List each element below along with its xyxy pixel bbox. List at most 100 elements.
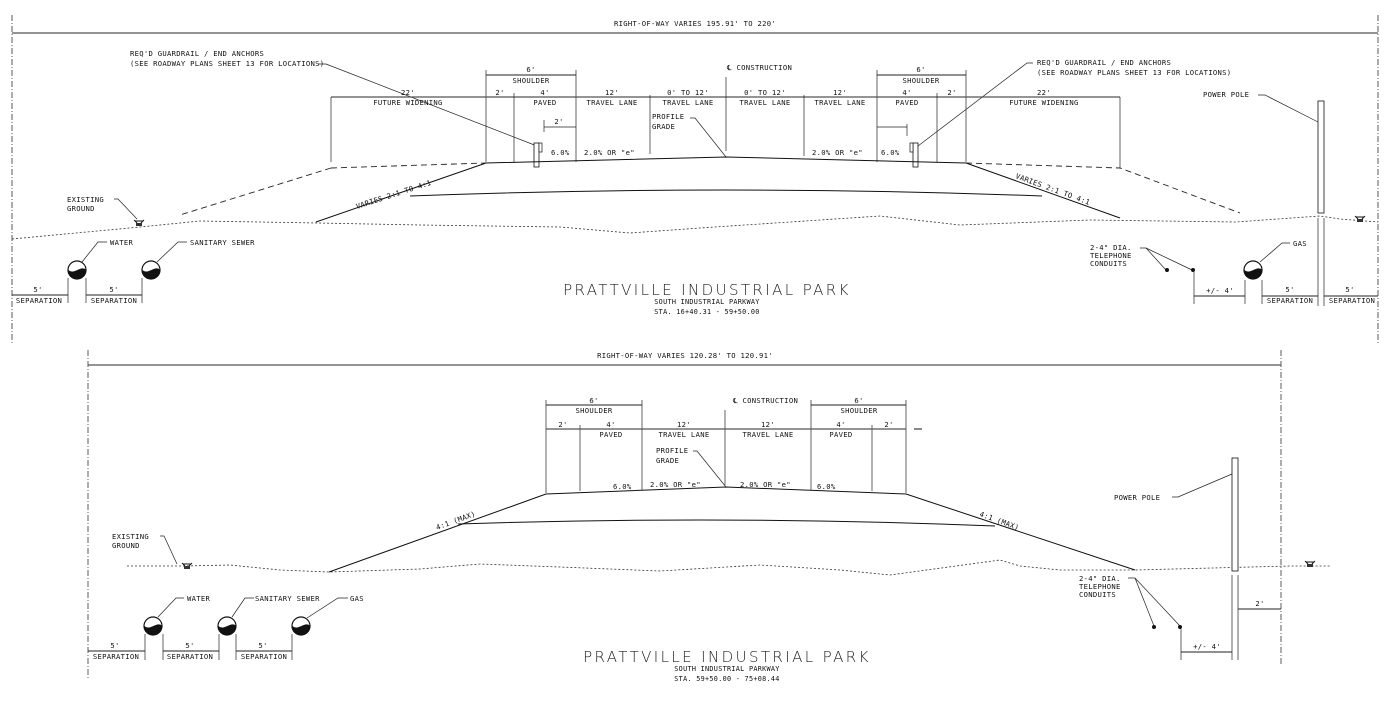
- svg-text:6': 6': [916, 65, 925, 74]
- guardrail-leader-left: [318, 63, 538, 147]
- side-slopes: [328, 493, 1136, 573]
- svg-text:VARIES 2:1 TO 4:1: VARIES 2:1 TO 4:1: [355, 178, 433, 211]
- svg-text:2': 2': [495, 88, 504, 97]
- telephone-conduit-icon: [1152, 625, 1156, 629]
- svg-text:GRADE: GRADE: [656, 456, 679, 465]
- svg-text:2.0% OR "e": 2.0% OR "e": [812, 148, 863, 157]
- svg-text:SEPARATION: SEPARATION: [93, 652, 139, 661]
- svg-text:6.0%: 6.0%: [551, 148, 570, 157]
- svg-text:GAS: GAS: [350, 594, 364, 603]
- svg-text:GRADE: GRADE: [652, 122, 675, 131]
- svg-text:2.0% OR "e": 2.0% OR "e": [650, 480, 701, 489]
- svg-text:5': 5': [1345, 285, 1354, 294]
- svg-text:5': 5': [185, 641, 194, 650]
- subgrade: [409, 189, 1043, 197]
- section-bottom: RIGHT-OF-WAY VARIES 120.28' TO 120.91' ℄…: [87, 350, 1330, 683]
- svg-text:4': 4': [606, 420, 615, 429]
- water-pipe-icon: [143, 616, 163, 636]
- centerline-label: ℄ CONSTRUCTION: [726, 63, 792, 72]
- svg-text:PAVED: PAVED: [895, 98, 918, 107]
- svg-text:4': 4': [902, 88, 911, 97]
- separation-dims: 5' SEPARATION 5' SEPARATION 5' SEPARATIO…: [88, 634, 293, 661]
- svg-text:FUTURE WIDENING: FUTURE WIDENING: [373, 98, 442, 107]
- row-label: RIGHT-OF-WAY VARIES 120.28' TO 120.91': [597, 351, 773, 360]
- svg-text:+/- 4': +/- 4': [1193, 642, 1221, 651]
- existing-ground-line: [11, 215, 1379, 240]
- svg-text:PAVED: PAVED: [829, 430, 852, 439]
- svg-text:2-4" DIA.: 2-4" DIA.: [1090, 243, 1132, 252]
- svg-text:EXISTING: EXISTING: [112, 532, 149, 541]
- svg-text:SHOULDER: SHOULDER: [512, 76, 549, 85]
- section-subtitle: SOUTH INDUSTRIAL PARKWAY: [674, 665, 779, 673]
- svg-text:SEPARATION: SEPARATION: [1267, 296, 1313, 305]
- centerline-label: ℄ CONSTRUCTION: [732, 396, 798, 405]
- svg-text:6.0%: 6.0%: [881, 148, 900, 157]
- svg-text:PROFILE: PROFILE: [656, 446, 688, 455]
- existing-ground-line: [127, 559, 1330, 576]
- guardrail-leader-right: [917, 62, 1033, 147]
- svg-text:2-4" DIA.: 2-4" DIA.: [1079, 574, 1121, 583]
- svg-text:5': 5': [33, 285, 42, 294]
- profile-grade-leader: [690, 117, 727, 158]
- svg-text:EXISTING: EXISTING: [67, 195, 104, 204]
- svg-text:12': 12': [833, 88, 847, 97]
- separation-dims: 5' SEPARATION 5' SEPARATION 5' SEPARATIO…: [12, 278, 1378, 305]
- future-widening-left: [179, 162, 487, 216]
- guardrail-note-right-2: (SEE ROADWAY PLANS SHEET 13 FOR LOCATION…: [1037, 68, 1231, 77]
- section-top: RIGHT-OF-WAY VARIES 195.91' TO 220' REQ'…: [11, 15, 1379, 345]
- svg-text:22': 22': [1037, 88, 1051, 97]
- section-subtitle: SOUTH INDUSTRIAL PARKWAY: [654, 298, 759, 306]
- water-pipe-icon: [67, 260, 87, 280]
- roadway-surface: [485, 156, 967, 164]
- telephone-conduit-icon: [1191, 268, 1195, 272]
- svg-text:TRAVEL LANE: TRAVEL LANE: [587, 98, 638, 107]
- svg-text:5': 5': [258, 641, 267, 650]
- svg-text:4': 4': [540, 88, 549, 97]
- svg-text:GAS: GAS: [1293, 239, 1307, 248]
- svg-text:PAVED: PAVED: [533, 98, 556, 107]
- guardrail-note-left-1: REQ'D GUARDRAIL / END ANCHORS: [130, 49, 264, 58]
- svg-text:CONDUITS: CONDUITS: [1079, 590, 1116, 599]
- svg-text:POWER POLE: POWER POLE: [1203, 90, 1249, 99]
- svg-text:TELEPHONE: TELEPHONE: [1090, 251, 1132, 260]
- svg-text:0' TO 12': 0' TO 12': [744, 88, 786, 97]
- svg-text:WATER: WATER: [187, 594, 211, 603]
- sanitary-sewer-icon: [141, 260, 161, 280]
- profile-grade-leader: [693, 450, 727, 488]
- svg-text:SHOULDER: SHOULDER: [902, 76, 939, 85]
- guardrail-note-right-1: REQ'D GUARDRAIL / END ANCHORS: [1037, 58, 1171, 67]
- section-title: PRATTVILLE INDUSTRIAL PARK: [563, 281, 851, 299]
- svg-text:22': 22': [401, 88, 415, 97]
- svg-text:4:1 (MAX): 4:1 (MAX): [435, 509, 477, 532]
- svg-text:SHOULDER: SHOULDER: [575, 406, 612, 415]
- svg-text:6.0%: 6.0%: [613, 482, 632, 491]
- svg-text:4': 4': [836, 420, 845, 429]
- svg-text:TRAVEL LANE: TRAVEL LANE: [743, 430, 794, 439]
- power-pole: [1231, 457, 1239, 572]
- section-title: PRATTVILLE INDUSTRIAL PARK: [583, 648, 871, 666]
- roadway-surface: [545, 486, 907, 495]
- ground-symbol-icon: [133, 219, 145, 227]
- svg-text:SEPARATION: SEPARATION: [167, 652, 213, 661]
- guardrail-post-right: [912, 142, 919, 168]
- svg-text:2': 2': [947, 88, 956, 97]
- svg-text:VARIES 2:1 TO 4:1: VARIES 2:1 TO 4:1: [1014, 171, 1091, 206]
- svg-text:TELEPHONE: TELEPHONE: [1079, 582, 1121, 591]
- svg-text:FUTURE WIDENING: FUTURE WIDENING: [1009, 98, 1078, 107]
- svg-text:TRAVEL LANE: TRAVEL LANE: [663, 98, 714, 107]
- svg-text:5': 5': [109, 285, 118, 294]
- svg-text:SEPARATION: SEPARATION: [241, 652, 287, 661]
- guardrail-post-left: [533, 142, 540, 168]
- svg-text:SANITARY SEWER: SANITARY SEWER: [255, 594, 320, 603]
- svg-text:TRAVEL LANE: TRAVEL LANE: [659, 430, 710, 439]
- svg-text:6': 6': [854, 396, 863, 405]
- future-widening-right: [965, 162, 1241, 214]
- gas-pipe-icon: [1243, 260, 1263, 280]
- svg-text:5': 5': [1285, 285, 1294, 294]
- power-pole: [1317, 100, 1325, 214]
- svg-text:0' TO 12': 0' TO 12': [667, 88, 709, 97]
- svg-text:SEPARATION: SEPARATION: [91, 296, 137, 305]
- svg-text:2': 2': [884, 420, 893, 429]
- svg-text:2.0% OR "e": 2.0% OR "e": [740, 480, 791, 489]
